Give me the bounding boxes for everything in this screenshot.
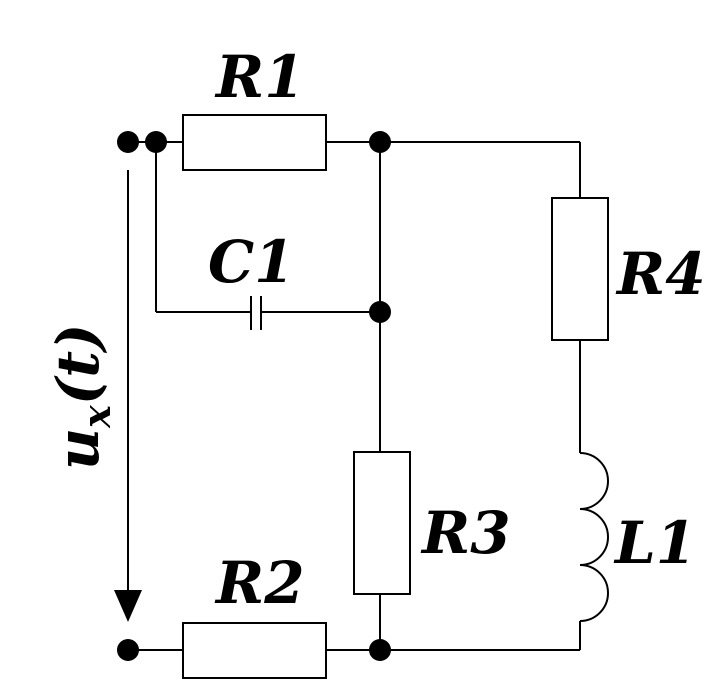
- label-r4: R4: [615, 240, 706, 308]
- capacitor-branch: [155, 142, 380, 330]
- label-l1: L1: [613, 509, 696, 577]
- middle-branch: [353, 142, 411, 650]
- voltage-label-subscript: x: [74, 404, 119, 429]
- voltage-label-arg: (t): [44, 323, 112, 405]
- resistor-r2: [182, 622, 327, 679]
- label-r2: R2: [214, 549, 305, 617]
- node-bottom-junction: [369, 639, 391, 661]
- voltage-label-main: u: [44, 428, 112, 470]
- input-terminal-bottom: [117, 639, 139, 661]
- label-r1: R1: [214, 43, 305, 111]
- input-terminal-top-inner: [145, 131, 167, 153]
- node-top-junction: [369, 131, 391, 153]
- right-branch: [551, 142, 609, 650]
- node-c1-junction: [369, 301, 391, 323]
- input-terminal-top-outer: [117, 131, 139, 153]
- resistor-r3: [353, 451, 411, 595]
- label-r3: R3: [420, 499, 511, 567]
- label-c1: C1: [208, 228, 295, 296]
- bottom-branch: [128, 622, 580, 679]
- inductor-l1: [579, 452, 609, 622]
- top-branch: [128, 114, 580, 171]
- resistor-r4: [551, 197, 609, 341]
- svg-text:ux(t): ux(t): [44, 323, 119, 470]
- voltage-arrow-head: [114, 590, 142, 622]
- voltage-arrow: [114, 170, 142, 622]
- voltage-label: ux(t): [44, 323, 119, 470]
- resistor-r1: [182, 114, 327, 171]
